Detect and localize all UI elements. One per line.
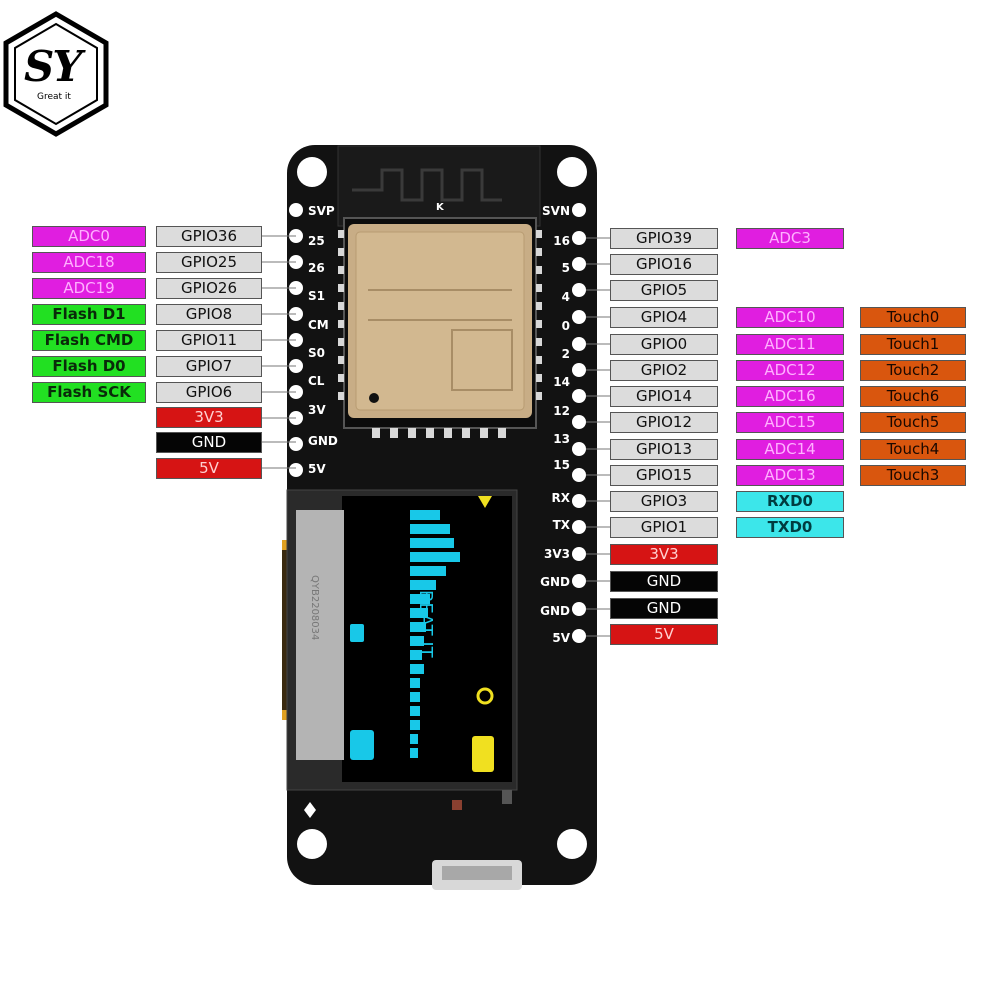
right-adc-3: ADC10 (736, 307, 844, 328)
left-func-3: Flash D1 (32, 304, 146, 325)
left-silk-4: CM (308, 318, 329, 332)
right-touch-8: Touch4 (860, 439, 966, 460)
right-gpio-9: GPIO15 (610, 465, 718, 486)
right-gpio-0: GPIO39 (610, 228, 718, 249)
left-silk-2: 26 (308, 261, 325, 275)
right-gpio-1: GPIO16 (610, 254, 718, 275)
left-gpio-5: GPIO7 (156, 356, 262, 377)
right-silk-5: 2 (561, 347, 570, 361)
right-touch-5: Touch2 (860, 360, 966, 381)
right-gpio-2: GPIO5 (610, 280, 718, 301)
logo-letters: SY (24, 42, 82, 91)
right-adc-5: ADC12 (736, 360, 844, 381)
oled-beat-it-text: BEAT IT (415, 590, 436, 658)
right-silk-1: 16 (553, 234, 570, 248)
left-gpio-4: GPIO11 (156, 330, 262, 351)
right-touch-9: Touch3 (860, 465, 966, 486)
right-gpio-7: GPIO12 (610, 412, 718, 433)
left-power-3v3: 3V3 (156, 407, 262, 428)
left-gpio-3: GPIO8 (156, 304, 262, 325)
right-silk-15: 5V (552, 631, 570, 645)
right-gpio-4: GPIO0 (610, 334, 718, 355)
right-silk-3: 4 (561, 290, 570, 304)
left-func-1: ADC18 (32, 252, 146, 273)
right-touch-4: Touch1 (860, 334, 966, 355)
right-gpio-3: GPIO4 (610, 307, 718, 328)
left-silk-6: CL (308, 374, 325, 388)
left-silk-1: 25 (308, 234, 325, 248)
right-adc-6: ADC16 (736, 386, 844, 407)
right-uart-rx: RXD0 (736, 491, 844, 512)
right-gpio-6: GPIO14 (610, 386, 718, 407)
right-adc-9: ADC13 (736, 465, 844, 486)
left-silk-3: S1 (308, 289, 325, 303)
right-silk-8: 13 (553, 432, 570, 446)
left-func-6: Flash SCK (32, 382, 146, 403)
right-gpio-8: GPIO13 (610, 439, 718, 460)
oled-flex-text: QYB2208034 (309, 575, 320, 641)
right-gpio-10: GPIO3 (610, 491, 718, 512)
right-gpio-11: GPIO1 (610, 517, 718, 538)
left-func-2: ADC19 (32, 278, 146, 299)
right-silk-13: GND (540, 575, 570, 589)
right-power-gnd-2: GND (610, 598, 718, 619)
right-silk-7: 12 (553, 404, 570, 418)
right-silk-2: 5 (561, 261, 570, 275)
right-touch-3: Touch0 (860, 307, 966, 328)
module-mark: K (436, 202, 444, 213)
right-silk-0: SVN (542, 204, 570, 218)
right-silk-11: TX (552, 518, 570, 532)
left-silk-5: S0 (308, 346, 325, 360)
right-power-5v: 5V (610, 624, 718, 645)
right-silk-9: 15 (553, 458, 570, 472)
right-power-3v3: 3V3 (610, 544, 718, 565)
left-func-0: ADC0 (32, 226, 146, 247)
right-touch-7: Touch5 (860, 412, 966, 433)
esp32-board (282, 145, 597, 890)
right-adc-8: ADC14 (736, 439, 844, 460)
right-uart-tx: TXD0 (736, 517, 844, 538)
left-gpio-2: GPIO26 (156, 278, 262, 299)
sy-logo (3, 11, 109, 137)
logo-tagline: Great it (37, 92, 71, 102)
right-adc-7: ADC15 (736, 412, 844, 433)
right-gpio-5: GPIO2 (610, 360, 718, 381)
right-adc-4: ADC11 (736, 334, 844, 355)
left-silk-7: 3V (308, 403, 326, 417)
left-power-5v: 5V (156, 458, 262, 479)
right-adc-0: ADC3 (736, 228, 844, 249)
right-silk-12: 3V3 (544, 547, 570, 561)
left-gpio-0: GPIO36 (156, 226, 262, 247)
left-silk-0: SVP (308, 204, 335, 218)
right-silk-6: 14 (553, 375, 570, 389)
left-gpio-6: GPIO6 (156, 382, 262, 403)
left-func-5: Flash D0 (32, 356, 146, 377)
right-silk-14: GND (540, 604, 570, 618)
right-silk-4: 0 (561, 319, 570, 333)
left-power-gnd: GND (156, 432, 262, 453)
left-silk-8: GND (308, 434, 338, 448)
left-silk-9: 5V (308, 462, 326, 476)
left-func-4: Flash CMD (32, 330, 146, 351)
right-power-gnd-1: GND (610, 571, 718, 592)
left-gpio-1: GPIO25 (156, 252, 262, 273)
right-silk-10: RX (551, 491, 571, 505)
right-touch-6: Touch6 (860, 386, 966, 407)
